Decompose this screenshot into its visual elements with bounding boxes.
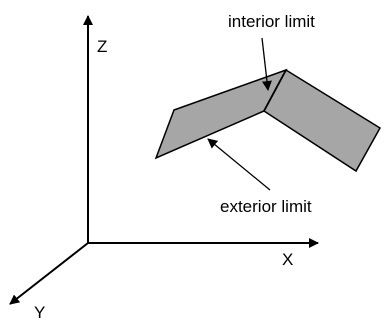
interior-limit-label: interior limit bbox=[228, 12, 315, 31]
x-axis-label: X bbox=[282, 250, 293, 269]
interior-limit-edge bbox=[263, 69, 287, 112]
right-face bbox=[263, 68, 382, 173]
y-axis bbox=[9, 242, 89, 305]
left-face bbox=[154, 68, 288, 160]
exterior-limit-label: exterior limit bbox=[220, 197, 312, 216]
interior-limit-arrow bbox=[261, 37, 272, 91]
z-axis-label: Z bbox=[97, 37, 107, 56]
y-axis-label: Y bbox=[34, 303, 45, 322]
exterior-limit-arrow bbox=[207, 138, 271, 191]
